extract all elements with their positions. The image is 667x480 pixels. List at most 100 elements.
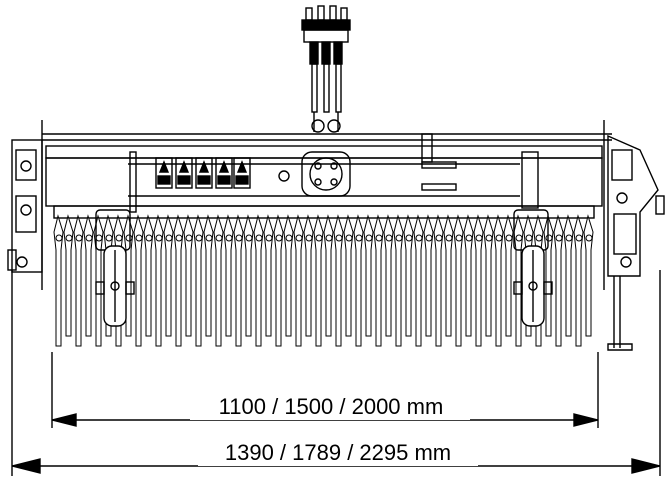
tine-coil bbox=[425, 234, 433, 242]
tine-coil bbox=[105, 234, 113, 242]
tine-coil bbox=[175, 234, 183, 242]
tine-coil bbox=[305, 234, 313, 242]
inner-dimension-label: 1100 / 1500 / 2000 mm bbox=[219, 394, 444, 419]
tine bbox=[553, 214, 564, 347]
tine bbox=[363, 214, 374, 337]
tine bbox=[563, 214, 574, 337]
tine bbox=[203, 214, 214, 337]
tine-coil bbox=[325, 234, 333, 242]
tine-coil bbox=[65, 234, 73, 242]
tine-coil bbox=[55, 234, 63, 242]
tine bbox=[253, 214, 264, 347]
tine bbox=[263, 214, 274, 337]
tine-coil bbox=[245, 234, 253, 242]
tine bbox=[353, 214, 364, 347]
tine bbox=[133, 214, 144, 347]
tine bbox=[453, 214, 464, 347]
tine bbox=[433, 214, 444, 347]
tine-coil bbox=[525, 234, 533, 242]
tine-coil bbox=[365, 234, 373, 242]
tine-coil bbox=[115, 234, 123, 242]
tine-coil bbox=[465, 234, 473, 242]
left-side-plate bbox=[7, 120, 43, 290]
tine-coil bbox=[205, 234, 213, 242]
tine bbox=[273, 214, 284, 347]
tine-coil bbox=[185, 234, 193, 242]
main-frame bbox=[42, 133, 612, 219]
tine-coil bbox=[515, 234, 523, 242]
tine-coil bbox=[215, 234, 223, 242]
tine bbox=[463, 214, 474, 337]
tine-coil bbox=[225, 234, 233, 242]
tine bbox=[583, 214, 594, 337]
tine bbox=[293, 214, 304, 347]
tine-coil bbox=[315, 234, 323, 242]
tine-coil bbox=[505, 234, 513, 242]
tine bbox=[173, 214, 184, 347]
tine-coil bbox=[575, 234, 583, 242]
outer-label-bg bbox=[198, 442, 478, 466]
tine bbox=[183, 214, 194, 337]
tine-coil bbox=[485, 234, 493, 242]
tine-coil bbox=[85, 234, 93, 242]
right-depth-wheel bbox=[513, 151, 553, 327]
tine-coil bbox=[145, 234, 153, 242]
outer-dimension-label: 1390 / 1789 / 2295 mm bbox=[225, 440, 451, 465]
tine-coil bbox=[495, 234, 503, 242]
tine bbox=[233, 214, 244, 347]
left-depth-wheel bbox=[95, 209, 135, 327]
warning-labels bbox=[155, 157, 251, 189]
tine bbox=[213, 214, 224, 347]
tine bbox=[373, 214, 384, 347]
tine-coil bbox=[255, 234, 263, 242]
tine bbox=[423, 214, 434, 337]
tine-coil bbox=[135, 234, 143, 242]
tine-coil bbox=[235, 234, 243, 242]
tine-coil bbox=[565, 234, 573, 242]
tine-coil bbox=[435, 234, 443, 242]
tine-coil bbox=[285, 234, 293, 242]
tine-coil bbox=[545, 234, 553, 242]
tine bbox=[63, 214, 74, 337]
tine bbox=[223, 214, 234, 337]
tine bbox=[473, 214, 484, 347]
tine bbox=[143, 214, 154, 337]
tine bbox=[383, 214, 394, 337]
tine-coil bbox=[195, 234, 203, 242]
tine bbox=[333, 214, 344, 347]
tine-coil bbox=[345, 234, 353, 242]
tine-coil bbox=[155, 234, 163, 242]
tine-coil bbox=[375, 234, 383, 242]
tine bbox=[73, 214, 84, 347]
tine-coil bbox=[265, 234, 273, 242]
tine bbox=[193, 214, 204, 347]
tine bbox=[283, 214, 294, 337]
tine bbox=[53, 214, 64, 347]
tine bbox=[503, 214, 514, 337]
tine-coil bbox=[535, 234, 543, 242]
tine-coil bbox=[455, 234, 463, 242]
tine-coil bbox=[585, 234, 593, 242]
tine bbox=[323, 214, 334, 337]
tine-coil bbox=[445, 234, 453, 242]
tine bbox=[443, 214, 454, 337]
tine bbox=[543, 214, 554, 337]
tine-coil bbox=[385, 234, 393, 242]
tine-coil bbox=[475, 234, 483, 242]
tine bbox=[313, 214, 324, 347]
tine bbox=[393, 214, 404, 347]
tine bbox=[153, 214, 164, 347]
tine bbox=[483, 214, 494, 337]
tine-rows bbox=[53, 214, 594, 347]
tine-coil bbox=[275, 234, 283, 242]
tine-coil bbox=[125, 234, 133, 242]
tine-coil bbox=[295, 234, 303, 242]
tine bbox=[83, 214, 94, 337]
hydraulic-couplings bbox=[301, 5, 351, 133]
tine bbox=[413, 214, 424, 347]
tine-coil bbox=[335, 234, 343, 242]
tine-coil bbox=[555, 234, 563, 242]
tine-coil bbox=[395, 234, 403, 242]
tine-coil bbox=[75, 234, 83, 242]
